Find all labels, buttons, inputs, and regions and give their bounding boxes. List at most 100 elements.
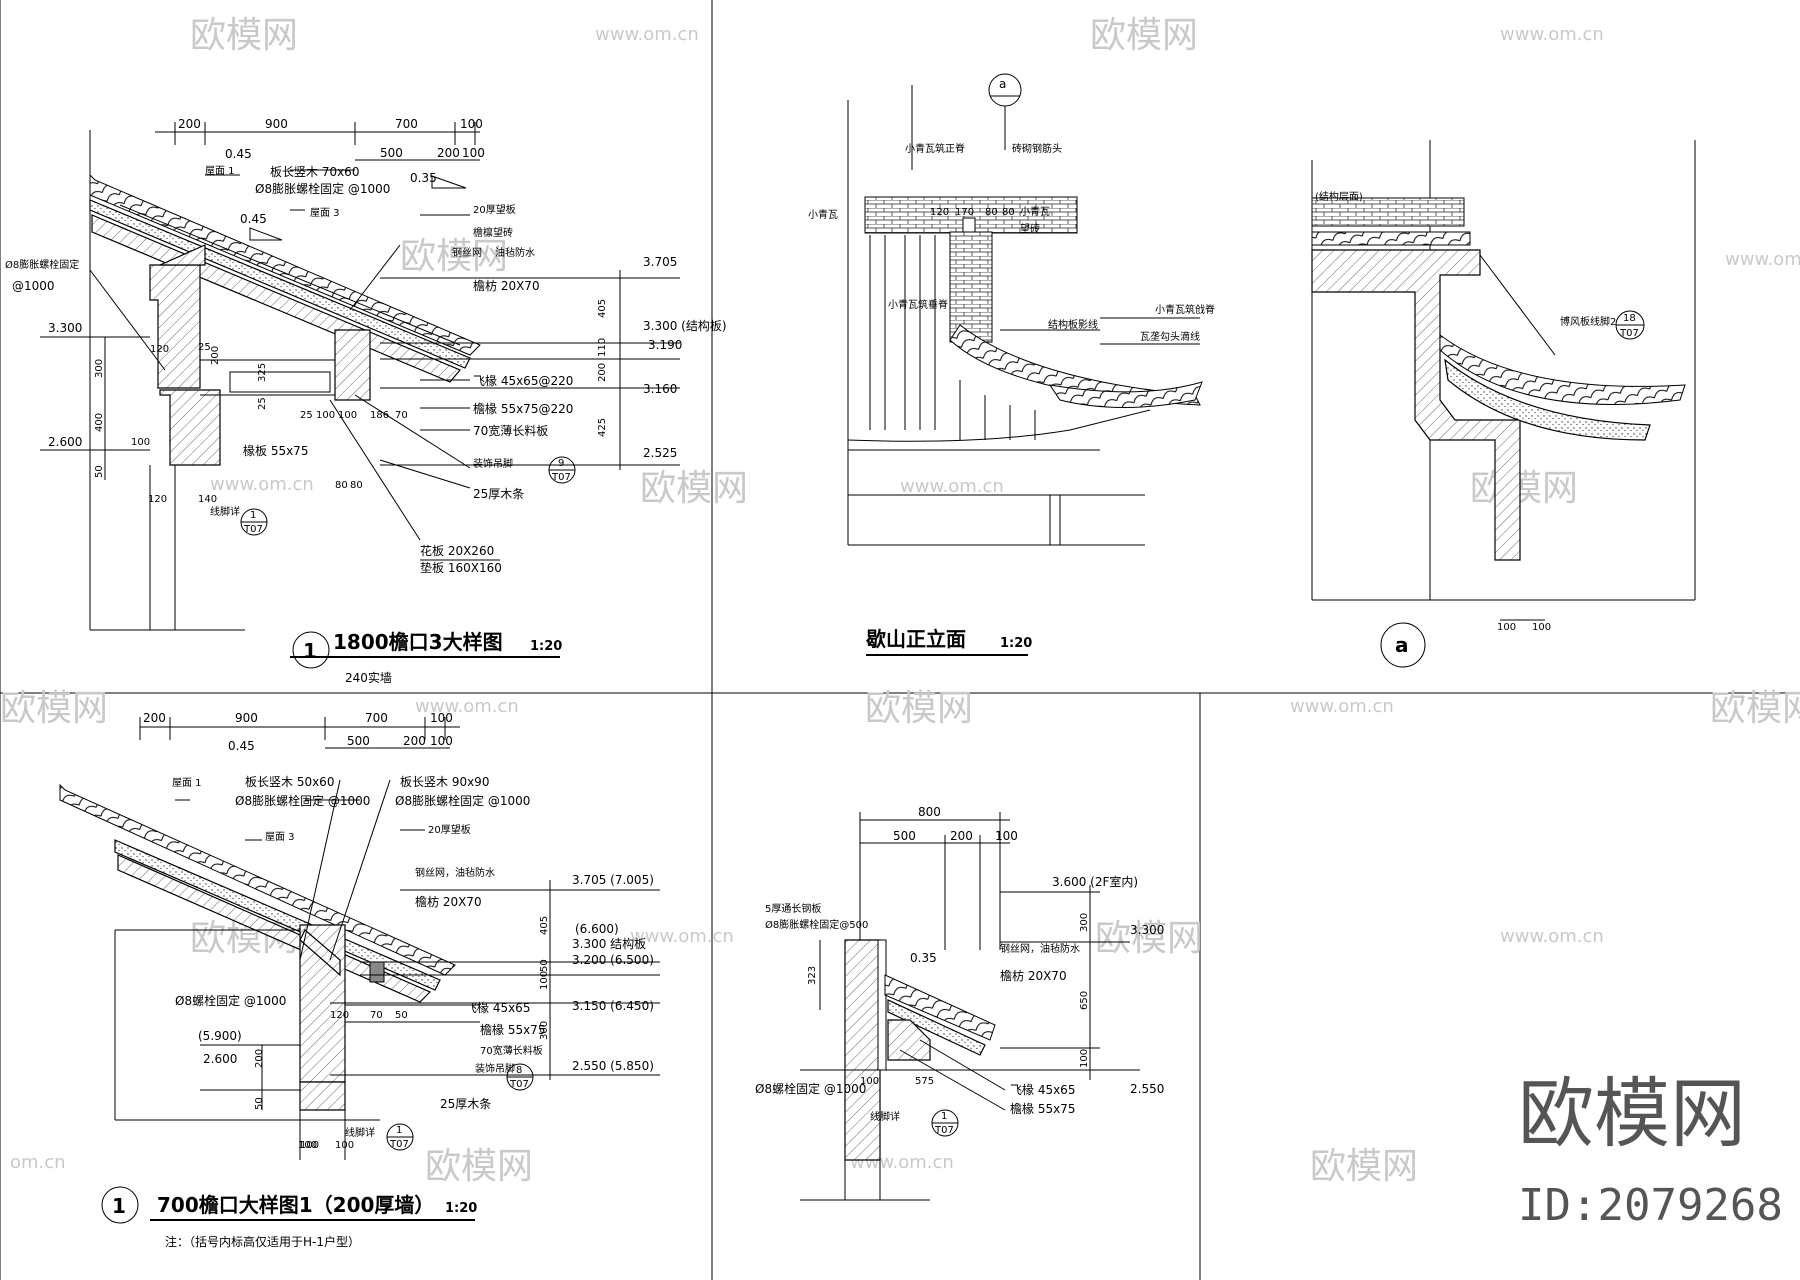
svg-text:5厚通长钢板: 5厚通长钢板 <box>765 902 821 915</box>
svg-text:线脚详: 线脚详 <box>345 1126 375 1139</box>
svg-text:飞椽 45x65: 飞椽 45x65 <box>1010 1083 1075 1097</box>
svg-text:120: 120 <box>150 344 169 355</box>
svg-text:300: 300 <box>94 359 105 378</box>
svg-text:欧模网: 欧模网 <box>425 1146 533 1187</box>
svg-text:欧模网: 欧模网 <box>1710 688 1800 729</box>
svg-text:0.45: 0.45 <box>240 212 267 226</box>
svg-text:www.om.cn: www.om.cn <box>595 24 699 45</box>
svg-text:欧模网: 欧模网 <box>1090 15 1198 56</box>
svg-text:240实墙: 240实墙 <box>345 670 392 685</box>
watermark-logo-11: 欧模网 <box>425 1146 533 1187</box>
svg-text:欧模网: 欧模网 <box>865 688 973 729</box>
svg-text:200: 200 <box>210 346 221 365</box>
watermark-logo-1: 欧模网 <box>190 15 298 56</box>
svg-text:T07: T07 <box>1619 328 1639 339</box>
svg-text:425: 425 <box>597 418 608 437</box>
svg-text:板长竖木 90x90: 板长竖木 90x90 <box>400 775 489 789</box>
watermark-url-9: www.om.cn <box>1500 926 1604 947</box>
svg-text:100: 100 <box>316 410 335 421</box>
svg-text:2.600: 2.600 <box>48 435 82 449</box>
svg-text:线脚详: 线脚详 <box>210 505 240 518</box>
svg-text:装饰吊脚: 装饰吊脚 <box>473 457 513 470</box>
svg-text:装饰吊脚: 装饰吊脚 <box>475 1062 515 1075</box>
watermark-logo-5: 欧模网 <box>1470 468 1578 509</box>
svg-text:3.705: 3.705 <box>643 255 677 269</box>
xieshan-tile-ribs <box>869 235 1036 440</box>
svg-text:T07: T07 <box>243 524 263 535</box>
svg-text:1:20: 1:20 <box>530 639 562 654</box>
svg-text:700檐口大样图1（200厚墙）: 700檐口大样图1（200厚墙） <box>157 1193 434 1217</box>
svg-text:Ø8膨胀螺栓固定@500: Ø8膨胀螺栓固定@500 <box>765 918 868 931</box>
svg-text:om.cn: om.cn <box>10 1152 66 1173</box>
svg-text:屋面 3: 屋面 3 <box>310 207 340 219</box>
svg-text:100: 100 <box>430 711 453 725</box>
svg-text:500: 500 <box>347 734 370 748</box>
svg-text:3.300: 3.300 <box>1130 923 1164 937</box>
detail4-levels: 3.705 (7.005) (6.600) 3.300 结构板 3.200 (6… <box>198 873 660 1110</box>
svg-text:@1000: @1000 <box>12 279 55 293</box>
svg-text:Ø8膨胀螺栓固定 @1000: Ø8膨胀螺栓固定 @1000 <box>235 793 370 808</box>
svg-text:170: 170 <box>955 207 974 218</box>
svg-text:1: 1 <box>303 639 317 663</box>
svg-text:www.om.cn: www.om.cn <box>415 696 519 717</box>
svg-text:垫板 160X160: 垫板 160X160 <box>420 560 502 575</box>
svg-text:1: 1 <box>941 1111 947 1122</box>
brand-id: ID:2079268 <box>1518 1180 1783 1231</box>
watermark-url-3: www.om.cn <box>1725 249 1800 270</box>
svg-text:575: 575 <box>915 1076 934 1087</box>
svg-text:100: 100 <box>539 971 550 990</box>
detail1-ref-9-T07: 9 T07 <box>548 456 576 484</box>
svg-text:100: 100 <box>298 1140 317 1151</box>
svg-text:2.550 (5.850): 2.550 (5.850) <box>572 1059 654 1073</box>
svg-text:110: 110 <box>597 338 608 357</box>
svg-text:檐枋 20X70: 檐枋 20X70 <box>415 894 482 909</box>
svg-text:120: 120 <box>930 207 949 218</box>
svg-text:20厚望板: 20厚望板 <box>473 203 516 216</box>
svg-text:欧模网: 欧模网 <box>400 236 508 277</box>
detail5-levels: 3.600 (2F室内) 3.300 2.550 300 650 100 323 <box>807 874 1164 1096</box>
brand-name: 欧模网 <box>1518 1069 1746 1158</box>
detail1-levels: 3.705 3.300 (结构板) 3.190 3.160 2.525 405 … <box>40 255 727 480</box>
svg-text:70: 70 <box>370 1010 383 1021</box>
svg-text:檐椽 55x75@220: 檐椽 55x75@220 <box>473 402 573 416</box>
detail5-ref-1-T07: 1 T07 <box>931 1109 959 1137</box>
svg-text:0.35: 0.35 <box>910 951 937 965</box>
svg-text:200: 200 <box>178 117 201 131</box>
watermark-logo-3: 欧模网 <box>400 236 508 277</box>
svg-text:花板 20X260: 花板 20X260 <box>420 543 494 558</box>
svg-text:120: 120 <box>148 494 167 505</box>
svg-text:1:20: 1:20 <box>1000 636 1032 651</box>
svg-text:博风板线脚2: 博风板线脚2 <box>1560 315 1616 328</box>
svg-text:100: 100 <box>335 1140 354 1151</box>
detail4-title-block: 1 700檐口大样图1（200厚墙） 1:20 注：（括号内标高仅适用于H-1户… <box>101 1186 477 1249</box>
svg-text:1:20: 1:20 <box>445 1201 477 1216</box>
detail1-small-dims: 120 25 200 325 25 100 25 100 186 70 80 8… <box>131 342 408 505</box>
watermark-logo-6: 欧模网 <box>0 688 108 729</box>
svg-text:80: 80 <box>350 480 363 491</box>
svg-text:www.om.cn: www.om.cn <box>900 476 1004 497</box>
svg-text:70: 70 <box>395 410 408 421</box>
svg-text:1: 1 <box>250 510 256 521</box>
detail1-ref-1-T07: 1 T07 <box>240 508 268 536</box>
svg-text:钢丝网，油毡防水: 钢丝网，油毡防水 <box>415 866 495 879</box>
svg-text:80: 80 <box>335 480 348 491</box>
watermark-logo-12: 欧模网 <box>1310 1146 1418 1187</box>
detail-small-eave: 800 500 200 100 0.35 3.600 (2F室内) 3.300 … <box>755 805 1164 1201</box>
svg-text:323: 323 <box>807 966 818 985</box>
watermark-url-2: www.om.cn <box>1500 24 1604 45</box>
svg-text:3.300: 3.300 <box>48 321 82 335</box>
detail2-title-block: 歇山正立面 1:20 <box>866 627 1032 656</box>
svg-text:T07: T07 <box>389 1139 409 1150</box>
svg-text:屋面 1: 屋面 1 <box>172 777 202 789</box>
svg-text:线脚详: 线脚详 <box>870 1110 900 1123</box>
svg-text:100: 100 <box>131 437 150 448</box>
svg-text:80: 80 <box>985 207 998 218</box>
svg-text:小青瓦: 小青瓦 <box>1020 205 1050 218</box>
svg-text:Ø8膨胀螺栓固定 @1000: Ø8膨胀螺栓固定 @1000 <box>395 793 530 808</box>
detail-gable-section-a: (结构层面) 博风板线脚2 18 T07 100 100 a <box>1311 140 1696 668</box>
svg-text:1: 1 <box>396 1125 402 1136</box>
svg-text:www.om.cn: www.om.cn <box>1500 926 1604 947</box>
watermark-logo-7: 欧模网 <box>865 688 973 729</box>
svg-text:186: 186 <box>370 410 389 421</box>
svg-text:2.525: 2.525 <box>643 446 677 460</box>
